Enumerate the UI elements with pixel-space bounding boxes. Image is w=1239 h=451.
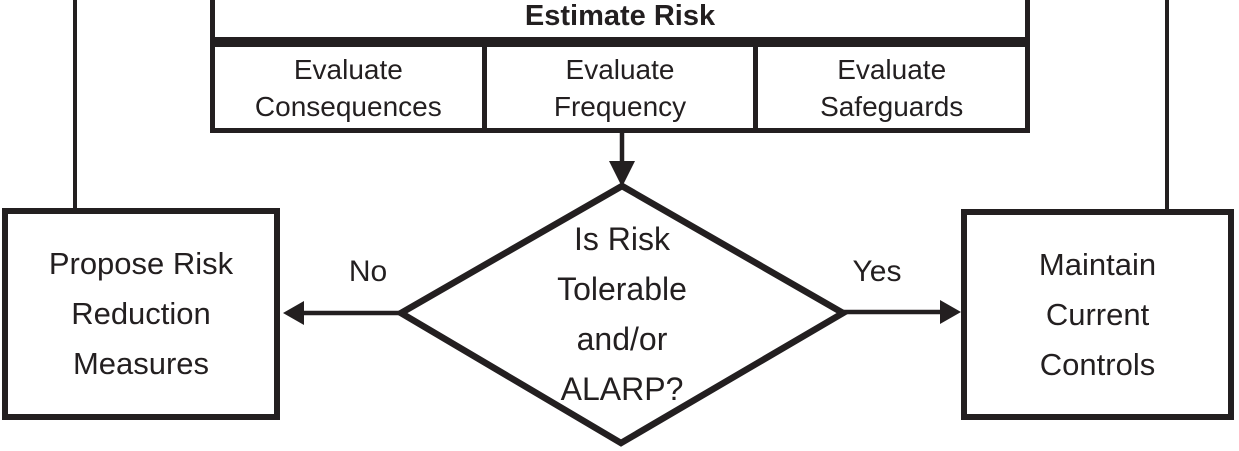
branch-label-no: No [348,255,388,288]
decision-diamond-text: Is Risk Tolerable and/or ALARP? [557,221,687,407]
substep-evaluate-consequences: Evaluate Consequences [254,53,442,122]
substep-evaluate-safeguards: Evaluate Safeguards [753,47,1025,128]
decision-diamond-shape [394,182,850,447]
arrow-yes-head-icon [940,300,961,324]
estimate-risk-substeps-row: Evaluate Consequences Evaluate Frequency… [210,42,1030,133]
maintain-current-controls-box: Maintain Current Controls [961,209,1234,420]
estimate-risk-title: Estimate Risk [524,0,716,32]
arrow-down-head-icon [609,161,635,187]
propose-risk-reduction-box: Propose Risk Reduction Measures [2,208,280,420]
arrow-no-head-icon [283,301,304,325]
substep-evaluate-frequency: Evaluate Frequency [481,47,754,128]
branch-label-yes: Yes [852,255,902,288]
estimate-risk-header: Estimate Risk [210,0,1030,42]
